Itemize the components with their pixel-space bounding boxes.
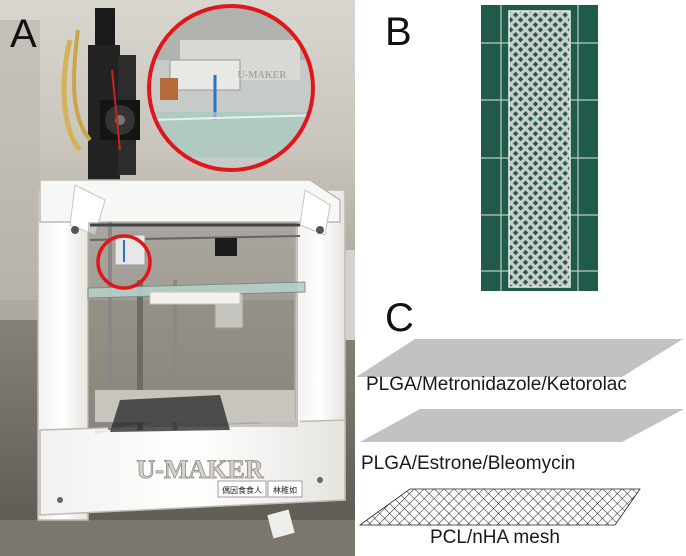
printer-gantry-tower [61, 8, 140, 185]
printer-sticker-left: 偶因食食人 [222, 485, 262, 495]
layer-bottom-mesh [358, 488, 641, 526]
printer-interior [88, 222, 301, 432]
panel-b-mesh-photo [481, 5, 598, 291]
nozzle-magnified-inset: U-MAKER [149, 6, 313, 170]
printer-sticker-right: 林稚如 [273, 485, 297, 495]
panel-a-printer-photo: U-MAKER 偶因食食人 林稚如 U-MAKER [0, 0, 355, 556]
panel-label-a: A [10, 12, 37, 56]
printer-brand-lettering: U-MAKER [136, 455, 263, 484]
layer-label-top: PLGA/Metronidazole/Ketorolac [366, 374, 627, 395]
panel-label-c: C [385, 296, 414, 340]
layer-label-bottom: PCL/nHA mesh [430, 527, 560, 548]
nozzle-callout-circle [96, 234, 152, 290]
layer-top-sheet [356, 339, 683, 377]
printer-glass-build-plate [87, 281, 306, 299]
panel-c-layer-schematic [356, 339, 684, 526]
printed-mesh-strip [508, 10, 571, 288]
layer-label-middle: PLGA/Estrone/Bleomycin [361, 453, 576, 474]
inset-brand-lettering: U-MAKER [238, 70, 288, 81]
panel-label-b: B [385, 10, 412, 54]
printer-frame [37, 179, 346, 521]
layer-middle-sheet [360, 409, 684, 442]
